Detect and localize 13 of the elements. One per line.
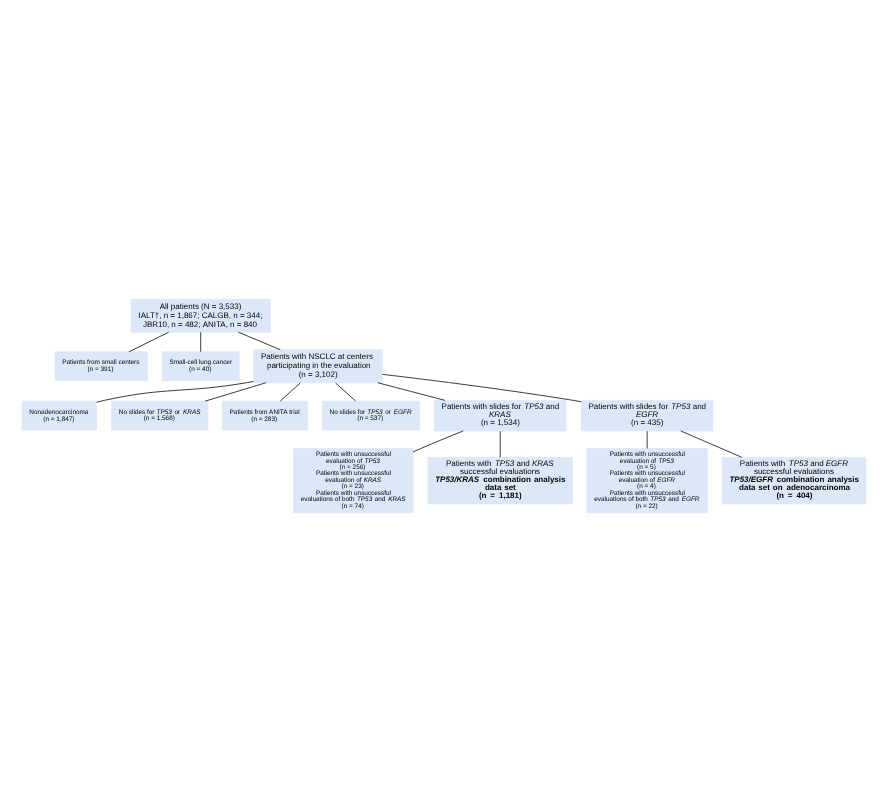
connector — [96, 381, 254, 403]
connector — [377, 382, 446, 401]
connector — [128, 331, 170, 353]
connector — [646, 430, 648, 449]
connector — [200, 331, 202, 353]
connector — [412, 430, 464, 453]
connector — [335, 382, 357, 402]
connector — [279, 382, 301, 402]
connector — [381, 373, 582, 403]
connector — [237, 331, 281, 351]
connector — [499, 430, 501, 458]
connector — [204, 382, 267, 402]
connector — [680, 430, 743, 458]
